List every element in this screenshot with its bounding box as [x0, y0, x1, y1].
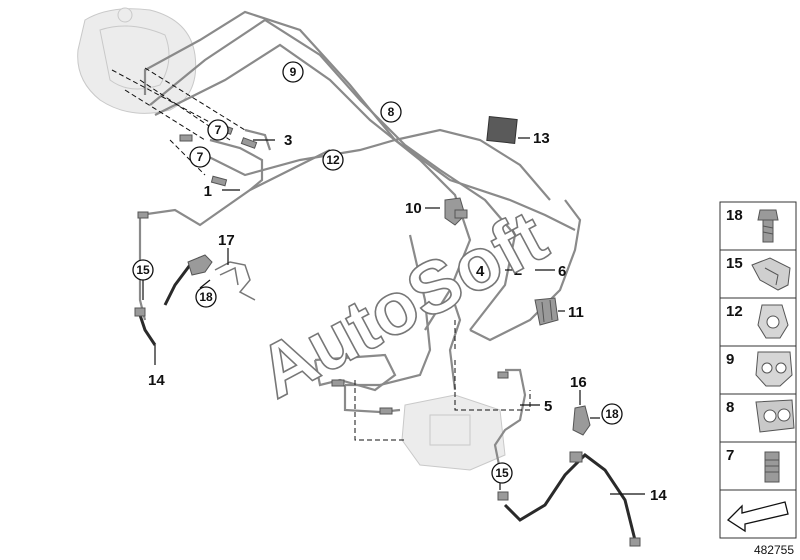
abs-unit-ghost	[401, 394, 506, 471]
svg-text:7: 7	[215, 123, 222, 137]
circled-callout-8: 8	[380, 101, 402, 123]
watermark: AutoSoft	[245, 194, 560, 414]
legend-number-7: 7	[726, 447, 734, 464]
callout-16: 16	[570, 374, 587, 391]
circled-callout-15-right: 15	[491, 462, 513, 484]
circled-callout-7-lower: 7	[189, 146, 211, 168]
circled-callout-15-left: 15	[132, 259, 154, 281]
svg-text:15: 15	[495, 466, 509, 480]
part-11-clip	[534, 297, 559, 326]
callout-2: 2	[514, 262, 522, 279]
arrow-icon	[726, 501, 789, 533]
single-pipe-clip-icon	[757, 304, 789, 339]
callout-14-right: 14	[650, 487, 667, 504]
circled-callout-18-right: 18	[601, 403, 623, 425]
callout-11: 11	[568, 304, 584, 321]
part-10-sensor	[444, 197, 468, 226]
left-hose-bracket	[187, 254, 213, 276]
legend-number-9: 9	[726, 351, 734, 368]
leader-lines	[142, 137, 645, 495]
callout-14-left: 14	[148, 372, 165, 389]
callout-4: 4	[476, 263, 485, 280]
circled-callout-18-left: 18	[195, 286, 217, 308]
svg-text:15: 15	[136, 263, 150, 277]
circled-callout-12: 12	[322, 149, 344, 171]
bolt-icon	[757, 209, 779, 243]
legend-number-18: 18	[726, 207, 743, 224]
svg-text:18: 18	[199, 290, 213, 304]
master-cylinder-ghost	[77, 7, 197, 114]
callout-6: 6	[558, 263, 566, 280]
pipe-clip-icon	[755, 399, 795, 433]
legend-number-12: 12	[726, 303, 743, 320]
double-pipe-clip-icon	[755, 351, 793, 387]
svg-text:9: 9	[290, 65, 297, 79]
circled-callout-7-upper: 7	[207, 119, 229, 141]
svg-text:12: 12	[326, 153, 340, 167]
reference-number: 482755	[754, 543, 794, 557]
callout-3: 3	[284, 132, 292, 149]
bracket-clip-icon	[751, 257, 791, 291]
callout-13: 13	[533, 130, 550, 147]
part-17-bracket	[214, 261, 256, 301]
svg-text:18: 18	[605, 407, 619, 421]
part-13-pad	[486, 116, 518, 144]
parts-legend: 18 15 12 9 8 7	[719, 201, 797, 539]
callout-17: 17	[218, 232, 235, 249]
legend-number-15: 15	[726, 255, 743, 272]
part-16-holder	[572, 405, 591, 436]
svg-text:7: 7	[197, 150, 204, 164]
callout-1: 1	[204, 183, 212, 200]
threaded-nut-icon	[764, 451, 780, 483]
callout-10: 10	[405, 200, 422, 217]
svg-text:8: 8	[388, 105, 395, 119]
callout-5: 5	[544, 398, 552, 415]
circled-callout-9: 9	[282, 61, 304, 83]
legend-number-8: 8	[726, 399, 734, 416]
